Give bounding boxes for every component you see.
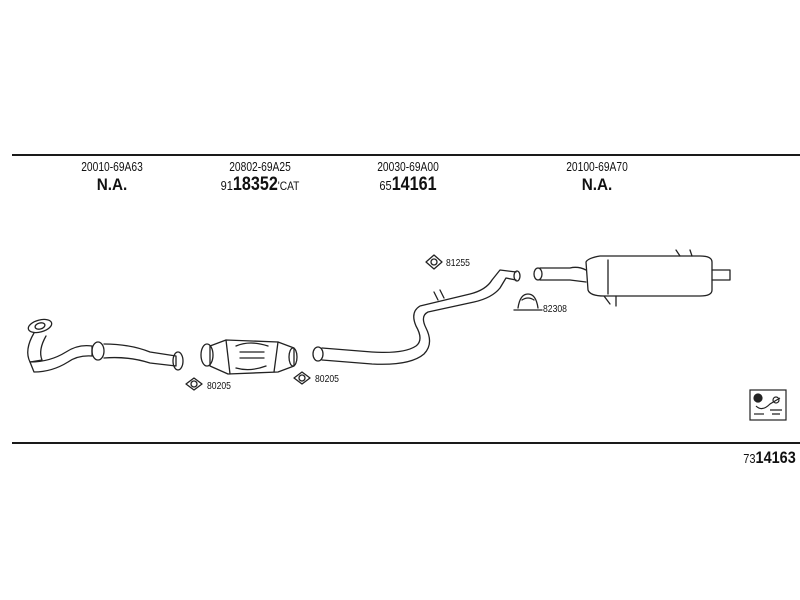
- gasket-front-pipe-icon: [185, 377, 203, 391]
- gasket-cat-rear-label: 80205: [315, 373, 339, 385]
- center-pipe: [312, 269, 521, 365]
- not-available-label: N.A.: [96, 175, 128, 194]
- part-group-rear-muffler: 20100-69A70 N.A.: [557, 160, 637, 195]
- rubber-hanger-icon: [425, 254, 443, 270]
- part-group-center-pipe: 20030-69A00 6514161: [358, 160, 458, 196]
- part-number: 9118352'CAT: [220, 174, 300, 195]
- top-rule: [12, 154, 800, 156]
- rubber-hanger-label: 81255: [446, 257, 470, 269]
- part-number: 6514161: [379, 174, 437, 195]
- fitting-kit-icon: [749, 389, 787, 421]
- fitting-kit-number: 7314163: [743, 448, 796, 467]
- bottom-rule: [12, 442, 800, 444]
- clamp-icon: [513, 293, 543, 311]
- not-available-label: N.A.: [581, 175, 613, 194]
- gasket-cat-rear-icon: [293, 371, 311, 385]
- clamp-label: 82308: [543, 303, 567, 315]
- gasket-front-pipe-label: 80205: [207, 380, 231, 392]
- oem-number: 20030-69A00: [377, 160, 439, 174]
- front-pipe: [27, 318, 184, 373]
- part-group-front-pipe: 20010-69A63 N.A.: [72, 160, 152, 195]
- oem-number: 20010-69A63: [81, 160, 143, 174]
- rear-muffler: [533, 249, 731, 307]
- part-group-catalyst: 20802-69A25 9118352'CAT: [200, 160, 320, 196]
- oem-number: 20802-69A25: [229, 160, 291, 174]
- catalytic-converter: [200, 339, 298, 375]
- oem-number: 20100-69A70: [566, 160, 628, 174]
